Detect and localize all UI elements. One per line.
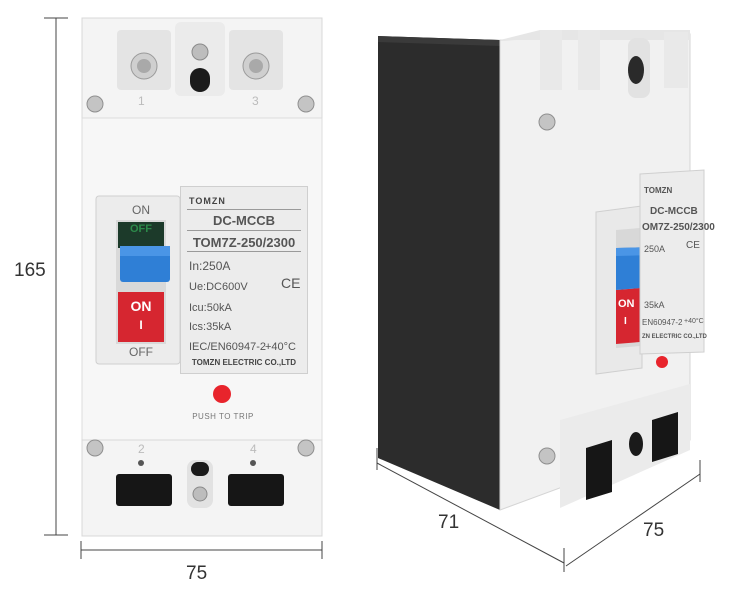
front-breaker-type: DC-MCCB xyxy=(212,213,276,228)
switch-off-label: OFF xyxy=(129,345,153,359)
side-brand-logo: TOMZN xyxy=(644,186,673,195)
side-switch-on-mark: I xyxy=(624,316,627,327)
ce-mark: CE xyxy=(281,275,301,291)
switch-off-window-text: OFF xyxy=(130,223,152,235)
push-to-trip-label: PUSH TO TRIP xyxy=(192,412,254,421)
side-temperature: +40°C xyxy=(684,318,704,325)
side-ce-mark: CE xyxy=(686,240,700,251)
divider xyxy=(187,230,301,231)
manufacturer-name: TOMZN ELECTRIC CO.,LTD xyxy=(191,358,297,367)
side-width-dimension-label: 75 xyxy=(643,520,665,541)
switch-on-label: ON xyxy=(132,203,150,217)
switch-on-mark: I xyxy=(139,318,143,332)
front-rating-label: TOMZN DC-MCCB TOM7Z-250/2300 In:250A Ue:… xyxy=(180,186,308,374)
side-breaker-body xyxy=(378,30,705,511)
front-breaker-body xyxy=(81,17,323,537)
terminal-number-1: 1 xyxy=(138,94,145,108)
breaking-capacity-ics: Ics:35kA xyxy=(189,321,232,333)
side-rated-current: 250A xyxy=(644,244,666,254)
side-model-number: OM7Z-250/2300 xyxy=(642,222,715,233)
side-breaker-type: DC-MCCB xyxy=(650,206,698,217)
side-switch-on-text: ON xyxy=(618,298,635,310)
divider xyxy=(187,209,301,210)
side-standard-code: EN60947-2 xyxy=(642,318,683,327)
front-width-dimension-label: 75 xyxy=(186,563,208,584)
side-breaking-capacity: 35kA xyxy=(644,300,665,310)
dimension-lines xyxy=(44,17,701,572)
terminal-number-2: 2 xyxy=(138,442,145,456)
front-model-number: TOM7Z-250/2300 xyxy=(192,235,296,250)
temperature-rating: +40°C xyxy=(265,341,297,353)
switch-on-window-text: ON xyxy=(130,298,152,314)
terminal-number-3: 3 xyxy=(252,94,259,108)
rated-current: In:250A xyxy=(189,259,231,273)
divider xyxy=(187,251,301,252)
height-dimension-label: 165 xyxy=(14,260,46,281)
breaking-capacity-icu: Icu:50kA xyxy=(189,302,232,314)
side-depth-dimension-label: 71 xyxy=(438,512,460,533)
terminal-number-4: 4 xyxy=(250,442,257,456)
front-brand-logo: TOMZN xyxy=(189,196,226,206)
rated-voltage: Ue:DC600V xyxy=(189,281,248,293)
side-manufacturer: ZN ELECTRIC CO.,LTD xyxy=(642,334,707,340)
standard-code: IEC/EN60947-2 xyxy=(189,341,267,353)
